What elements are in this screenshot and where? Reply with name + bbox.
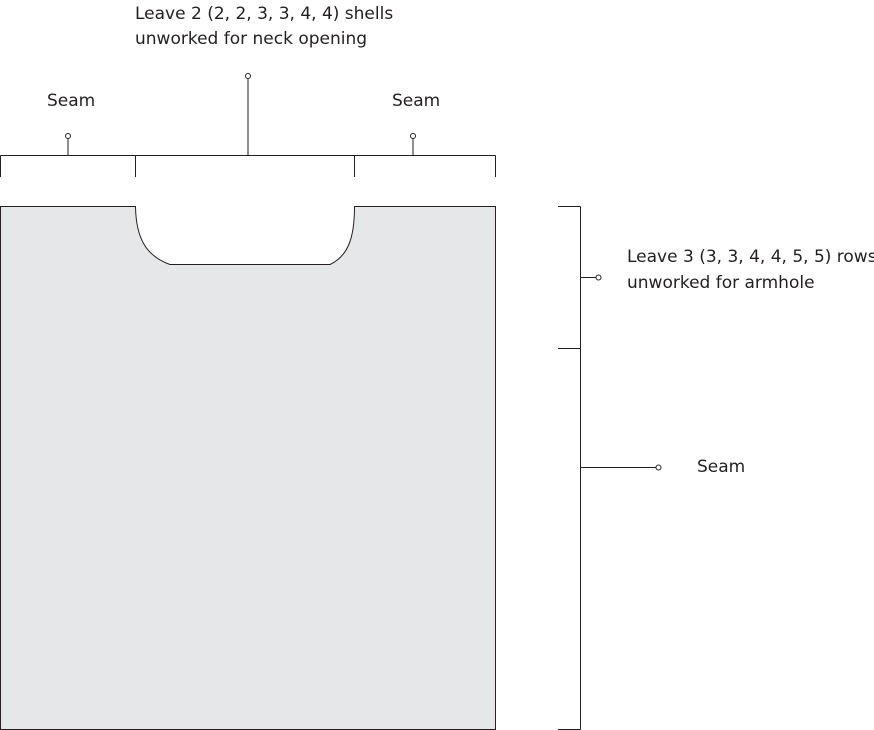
- armhole-label-line2: unworked for armhole: [627, 273, 815, 293]
- seam-left-leader: [65, 133, 71, 156]
- top-bracket: [0, 155, 496, 177]
- seam-left-label: Seam: [47, 91, 96, 111]
- armhole-leader: [580, 274, 602, 281]
- neck-opening-leader: [245, 73, 251, 156]
- seam-right-label: Seam: [392, 91, 441, 111]
- neck-opening-label-line2: unworked for neck opening: [135, 29, 368, 49]
- armhole-label-line1: Leave 3 (3, 3, 4, 4, 5, 5) rows: [627, 247, 874, 267]
- side-seam-label: Seam: [697, 457, 746, 477]
- garment-panel: [0, 206, 496, 730]
- side-bracket: [558, 206, 581, 730]
- side-seam-leader: [580, 464, 662, 471]
- seam-right-leader: [410, 133, 416, 156]
- neck-opening-label-line1: Leave 2 (2, 2, 3, 3, 4, 4) shells: [135, 4, 394, 24]
